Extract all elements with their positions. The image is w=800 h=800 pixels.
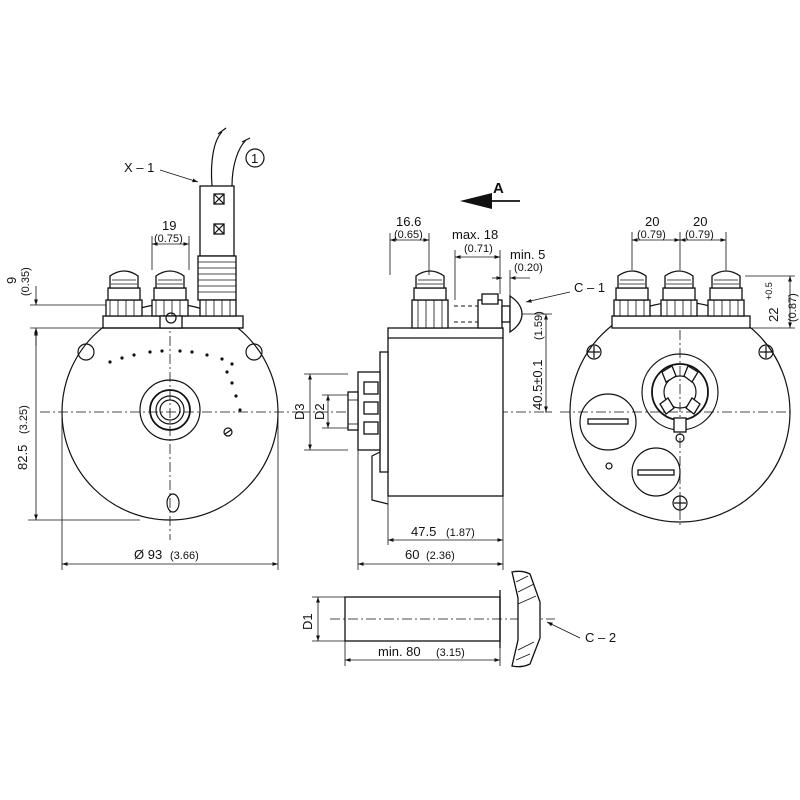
- rear-connector-middle: [660, 270, 698, 317]
- dim-82-5-label: 82.5: [15, 445, 30, 470]
- cable-plug: [197, 127, 251, 317]
- dim-60-label: 60: [405, 547, 419, 562]
- dim-diameter-label: Ø 93: [134, 547, 162, 562]
- dim-d2-label: D2: [312, 403, 327, 420]
- callout-1-circle: [245, 148, 265, 168]
- dim-max18-label: max. 18: [452, 227, 498, 242]
- side-view: 16.6 (0.65) max. 18 (0.71) min. 5 (0.20)…: [292, 180, 605, 570]
- rear-connector-right: [707, 270, 745, 317]
- rear-connector-left: [613, 270, 651, 317]
- shaft-detail: D1 min. 80 (3.15) C – 2: [300, 570, 616, 668]
- dim-40-5-label: 40.5±0.1: [530, 359, 545, 410]
- dim-22-label: 22: [766, 308, 781, 322]
- dim-20-left-inch-label: (0.79): [637, 229, 666, 241]
- dim-min5-inch-label: (0.20): [514, 262, 543, 274]
- callout-1-label: 1: [251, 151, 258, 166]
- shaft-hub: [139, 379, 201, 441]
- dim-22-inch-label: (0.87): [787, 293, 799, 322]
- led-dot-pattern: [108, 349, 242, 412]
- encoder-housing: [387, 327, 504, 497]
- rear-screws: [586, 344, 774, 511]
- dim-diameter-inch-label: (3.66): [170, 550, 199, 562]
- cover-cap-bottom: [631, 447, 681, 497]
- dim-16-6-inch-label: (0.65): [394, 229, 423, 241]
- dim-20-right-label: 20: [693, 214, 707, 229]
- side-connector: [411, 270, 449, 329]
- dim-min5-label: min. 5: [510, 247, 545, 262]
- dim-min80-label: min. 80: [378, 644, 421, 659]
- shaft-end-cap: [499, 570, 541, 668]
- callout-c1: C – 1: [574, 280, 605, 295]
- front-view: 19 (0.75) 9 (0.35) 82.5 (3.25) Ø 93 (3.6…: [4, 127, 300, 570]
- dim-min80-inch-label: (3.15): [436, 647, 465, 659]
- rear-view: 20 (0.79) 20 (0.79) 22 +0.5 (0.87): [560, 214, 799, 525]
- dim-16-6-label: 16.6: [396, 214, 421, 229]
- callout-c2: C – 2: [585, 630, 616, 645]
- callout-x1: X – 1: [124, 160, 154, 175]
- rear-hub: [641, 353, 719, 443]
- cover-cap-left: [579, 393, 637, 451]
- dim-47-5-label: 47.5: [411, 524, 436, 539]
- dim-20-left-label: 20: [645, 214, 659, 229]
- view-a-label: A: [493, 180, 504, 197]
- dim-d1-label: D1: [300, 613, 315, 630]
- dim-20-right-inch-label: (0.79): [685, 229, 714, 241]
- dim-max18-inch-label: (0.71): [464, 243, 493, 255]
- dim-47-5-inch-label: (1.87): [446, 527, 475, 539]
- dim-9-inch-label: (0.35): [20, 267, 32, 296]
- dim-19-label: 19: [162, 218, 176, 233]
- dim-19-inch-label: (0.75): [154, 233, 183, 245]
- view-a-arrow: [460, 193, 492, 209]
- dim-82-5-inch-label: (3.25): [18, 405, 30, 434]
- dim-9-label: 9: [4, 277, 19, 284]
- dim-60-inch-label: (2.36): [426, 550, 455, 562]
- dim-40-5-inch-label: (1.59): [533, 311, 545, 340]
- dim-d3-label: D3: [292, 403, 307, 420]
- connector-left: [105, 270, 143, 317]
- connector-middle: [151, 270, 189, 329]
- dim-22-tolerance: +0.5: [764, 282, 774, 300]
